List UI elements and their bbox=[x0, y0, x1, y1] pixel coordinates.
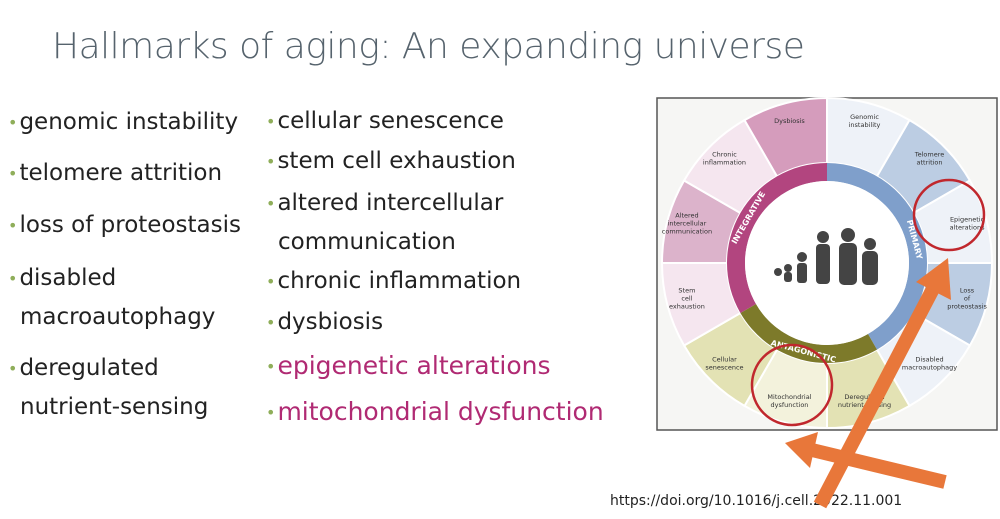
bullet-text: deregulated bbox=[19, 355, 159, 381]
bullet-item: •altered intercellular communication bbox=[266, 184, 503, 261]
arrowhead-icon bbox=[785, 432, 818, 468]
arrowhead-icon bbox=[916, 258, 951, 300]
highlight-circle-mitochondrial bbox=[750, 343, 834, 427]
bullet-icon: • bbox=[266, 111, 276, 131]
bullet-item: •telomere attrition bbox=[8, 154, 222, 193]
bullet-item: •genomic instability bbox=[8, 103, 238, 142]
bullet-icon: • bbox=[266, 403, 276, 422]
bullet-icon: • bbox=[8, 268, 18, 288]
bullet-item: •chronic inflammation bbox=[266, 262, 521, 301]
bullet-icon: • bbox=[266, 312, 276, 332]
bullet-text: communication bbox=[278, 228, 456, 255]
arrow-to-epigenetic bbox=[813, 281, 942, 509]
bullet-icon: • bbox=[266, 151, 276, 171]
bullet-icon: • bbox=[8, 358, 18, 378]
highlight-circle-epigenetic bbox=[912, 178, 986, 252]
bullet-icon: • bbox=[8, 215, 18, 235]
bullet-text: stem cell exhaustion bbox=[277, 148, 516, 174]
bullet-item: •disabled macroautophagy bbox=[8, 259, 215, 336]
bullet-item: •dysbiosis bbox=[266, 303, 383, 342]
arrow-to-mitochondrial bbox=[810, 443, 947, 489]
bullet-text: disabled bbox=[19, 265, 117, 291]
bullet-item: •mitochondrial dysfunction bbox=[266, 393, 604, 432]
bullet-item: •loss of proteostasis bbox=[8, 206, 241, 245]
bullet-text: altered intercellular bbox=[277, 190, 504, 216]
bullet-text: dysbiosis bbox=[277, 309, 384, 335]
segment-label: Dysbiosis bbox=[774, 117, 805, 125]
bullet-text: epigenetic alterations bbox=[277, 351, 551, 380]
bullet-text: genomic instability bbox=[19, 109, 239, 135]
category-ring-primary bbox=[827, 163, 927, 350]
bullet-text: macroautophagy bbox=[20, 303, 216, 330]
bullet-text: loss of proteostasis bbox=[19, 212, 241, 238]
bullet-item: •deregulated nutrient-sensing bbox=[8, 349, 208, 426]
bullet-item: •stem cell exhaustion bbox=[266, 142, 516, 181]
bullet-text: cellular senescence bbox=[277, 108, 504, 134]
bullet-icon: • bbox=[266, 357, 276, 376]
bullet-item: •cellular senescence bbox=[266, 102, 504, 141]
bullet-text: mitochondrial dysfunction bbox=[277, 397, 604, 426]
bullet-text: chronic inflammation bbox=[277, 268, 522, 294]
bullet-icon: • bbox=[266, 193, 276, 213]
category-ring-antagonistic bbox=[740, 304, 877, 363]
bullet-text: telomere attrition bbox=[19, 160, 223, 186]
human-silhouettes-icon bbox=[774, 228, 878, 285]
category-ring-integrative bbox=[727, 163, 827, 313]
bullet-text: nutrient-sensing bbox=[20, 393, 209, 420]
bullet-item: •epigenetic alterations bbox=[266, 347, 551, 386]
slide-title: Hallmarks of aging: An expanding univers… bbox=[52, 26, 805, 67]
bullet-icon: • bbox=[266, 271, 276, 291]
bullet-icon: • bbox=[8, 163, 18, 183]
bullet-icon: • bbox=[8, 112, 18, 132]
